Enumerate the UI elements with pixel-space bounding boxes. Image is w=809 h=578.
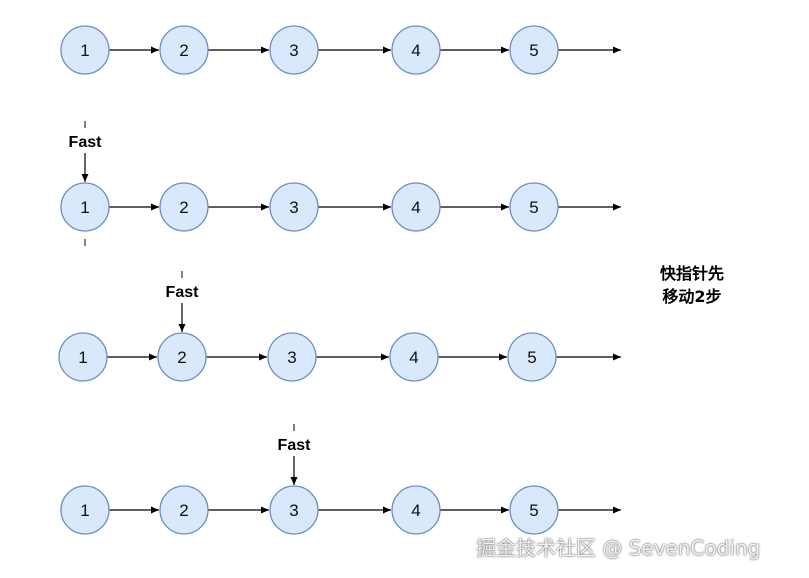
node-circle: [391, 485, 441, 535]
node-value: 5: [529, 501, 538, 520]
watermark: 掘金技术社区 @ SevenCoding: [476, 536, 761, 560]
list-node: 5: [507, 332, 557, 382]
node-circle: [509, 182, 559, 232]
node-value: 2: [179, 501, 188, 520]
node-value: 5: [527, 348, 536, 367]
node-value: 4: [409, 348, 418, 367]
caption-line-2: 移动2步: [662, 287, 722, 306]
node-circle: [509, 25, 559, 75]
list-node: 4: [391, 485, 441, 535]
node-circle: [159, 485, 209, 535]
node-circle: [60, 485, 110, 535]
list-node: 3: [269, 182, 319, 232]
node-value: 2: [177, 348, 186, 367]
node-value: 1: [80, 501, 89, 520]
list-node: 3: [267, 332, 317, 382]
node-circle: [159, 182, 209, 232]
fast-pointer-label: Fast: [69, 134, 103, 151]
list-node: 1: [58, 332, 108, 382]
list-node: 4: [391, 25, 441, 75]
node-circle: [509, 485, 559, 535]
node-circle: [157, 332, 207, 382]
caption: 快指针先 移动2步: [652, 262, 732, 308]
node-circle: [507, 332, 557, 382]
fast-pointer-label: Fast: [166, 284, 200, 301]
list-row: 1 2 3 4 5 Fast: [58, 271, 621, 382]
list-node: 1: [60, 182, 110, 232]
list-node: 2: [157, 332, 207, 382]
caption-line-1: 快指针先: [659, 264, 724, 283]
node-circle: [391, 25, 441, 75]
node-value: 5: [529, 41, 538, 60]
list-row: 1 2 3 4 5 Fast: [60, 121, 621, 246]
node-circle: [389, 332, 439, 382]
node-circle: [159, 25, 209, 75]
node-value: 3: [287, 348, 296, 367]
list-node: 3: [269, 485, 319, 535]
list-node: 4: [389, 332, 439, 382]
list-node: 5: [509, 485, 559, 535]
fast-pointer: Fast: [278, 424, 312, 485]
node-value: 4: [411, 41, 420, 60]
node-circle: [391, 182, 441, 232]
node-value: 1: [80, 41, 89, 60]
node-value: 1: [80, 198, 89, 217]
node-value: 2: [179, 41, 188, 60]
list-node: 5: [509, 182, 559, 232]
node-value: 3: [289, 198, 298, 217]
list-node: 2: [159, 182, 209, 232]
node-value: 4: [411, 501, 420, 520]
node-value: 5: [529, 198, 538, 217]
node-value: 3: [289, 41, 298, 60]
list-row: 1 2 3 4 5 Fast: [60, 424, 621, 535]
list-node: 2: [159, 25, 209, 75]
node-circle: [267, 332, 317, 382]
node-circle: [60, 25, 110, 75]
node-circle: [269, 182, 319, 232]
node-circle: [58, 332, 108, 382]
list-node: 3: [269, 25, 319, 75]
list-row: 1 2 3 4 5: [60, 25, 621, 75]
list-node: 1: [60, 485, 110, 535]
node-circle: [269, 485, 319, 535]
node-value: 2: [179, 198, 188, 217]
node-circle: [60, 182, 110, 232]
node-value: 1: [78, 348, 87, 367]
fast-pointer-label: Fast: [278, 437, 312, 454]
list-node: 4: [391, 182, 441, 232]
fast-pointer: Fast: [166, 271, 200, 332]
list-node: 5: [509, 25, 559, 75]
node-circle: [269, 25, 319, 75]
list-node: 1: [60, 25, 110, 75]
node-value: 3: [289, 501, 298, 520]
fast-pointer: Fast: [69, 121, 103, 246]
list-node: 2: [159, 485, 209, 535]
node-value: 4: [411, 198, 420, 217]
